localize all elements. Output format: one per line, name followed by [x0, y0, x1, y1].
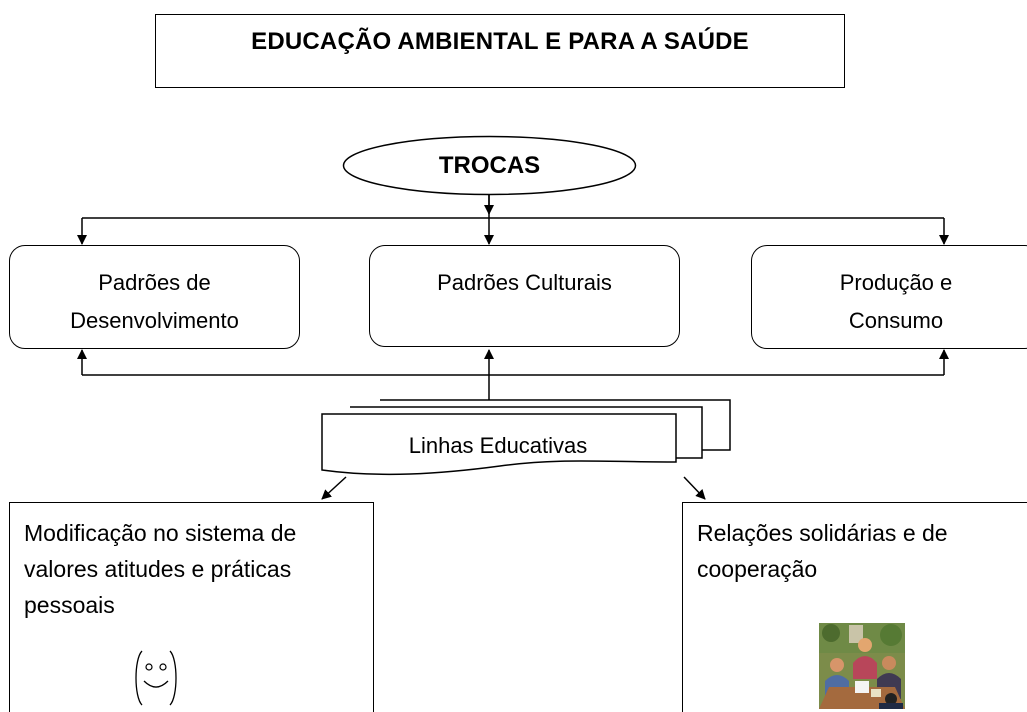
node-line: Padrões de: [98, 270, 211, 295]
smiley-face-icon: [135, 650, 177, 706]
node-padroes-desenvolvimento: Padrões de Desenvolvimento: [9, 245, 300, 349]
diagram-title: EDUCAÇÃO AMBIENTAL E PARA A SAÚDE: [251, 28, 749, 55]
linhas-educativas-multidocument: [321, 399, 731, 476]
node-line: Produção e: [839, 270, 953, 295]
node-line: Desenvolvimento: [70, 308, 239, 333]
node-line: Consumo: [848, 308, 944, 333]
arrow-to-right-outcome: [683, 476, 706, 500]
outcome-box-right: Relações solidárias e de cooperação: [682, 502, 1027, 712]
linhas-educativas-label: Linhas Educativas: [408, 433, 588, 458]
node-producao-consumo: Produção e Consumo: [751, 245, 1027, 349]
outcome-box-left: Modificação no sistema de valores atitud…: [9, 502, 374, 712]
outcome-text-left: Modificação no sistema de valores atitud…: [24, 520, 297, 618]
trocas-label: TROCAS: [438, 152, 541, 179]
meeting-clipart-image: [819, 623, 905, 709]
node-padroes-culturais: Padrões Culturais: [369, 245, 680, 347]
node-line: Padrões Culturais: [437, 270, 612, 295]
outcome-text-right: Relações solidárias e de cooperação: [697, 520, 948, 582]
arrow-to-left-outcome: [321, 476, 347, 500]
title-box: EDUCAÇÃO AMBIENTAL E PARA A SAÚDE: [155, 14, 845, 88]
